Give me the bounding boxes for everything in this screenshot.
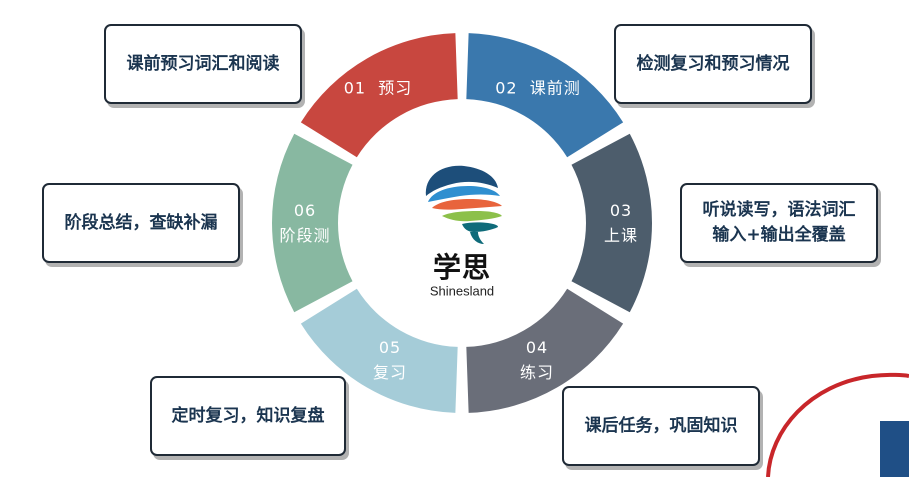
note-03-class: 听说读写，语法词汇 输入+输出全覆盖 <box>680 183 878 263</box>
center-disc <box>340 101 584 345</box>
segment-04-number: 04 <box>525 338 549 358</box>
center-subtitle: Shinesland <box>429 283 495 299</box>
segment-01-number: 01 <box>343 78 367 98</box>
note-06-text: 阶段总结，查缺补漏 <box>64 212 218 233</box>
segment-02-name: 课前测 <box>529 78 581 98</box>
segment-02-label: 02 课前测 <box>495 77 581 102</box>
segment-06-name: 阶段测 <box>279 226 331 245</box>
segment-04-label: 04 练习 <box>520 336 554 386</box>
segment-02 <box>466 33 624 158</box>
note-05-text: 定时复习，知识复盘 <box>171 405 325 426</box>
segment-05-number: 05 <box>378 338 402 358</box>
segment-03-number: 03 <box>609 201 633 221</box>
note-05-review: 定时复习，知识复盘 <box>150 376 346 456</box>
segment-04 <box>466 288 624 413</box>
segment-06-number: 06 <box>293 201 317 221</box>
segment-04-name: 练习 <box>519 363 555 382</box>
note-02-pretest: 检测复习和预习情况 <box>614 24 812 104</box>
segment-01-name: 预习 <box>378 78 413 98</box>
note-03-text-line2: 输入+输出全覆盖 <box>712 225 846 245</box>
segment-06 <box>272 133 353 313</box>
note-01-preview: 课前预习词汇和阅读 <box>104 24 302 104</box>
segment-05-label: 05 复习 <box>373 336 407 386</box>
segment-01 <box>300 33 458 158</box>
note-02-text: 检测复习和预习情况 <box>636 53 790 74</box>
segment-03 <box>571 133 652 313</box>
segment-03-name: 上课 <box>603 226 639 245</box>
note-04-practice: 课后任务，巩固知识 <box>562 386 760 466</box>
shinesland-logo-icon <box>425 165 502 244</box>
center-title: 学思 <box>432 251 492 284</box>
note-01-text: 课前预习词汇和阅读 <box>126 53 280 74</box>
segment-01-label: 01 预习 <box>344 77 413 102</box>
note-03-text-line1: 听说读写，语法词汇 <box>702 200 856 221</box>
segment-05-name: 复习 <box>372 363 408 382</box>
note-04-text: 课后任务，巩固知识 <box>584 415 738 436</box>
blue-block-decoration <box>880 421 909 477</box>
red-arc-decoration <box>766 372 909 477</box>
segment-03-label: 03 上课 <box>604 199 638 249</box>
segment-02-number: 02 <box>495 78 518 98</box>
note-06-stage-test: 阶段总结，查缺补漏 <box>42 183 240 263</box>
segment-05 <box>300 288 458 413</box>
segment-06-label: 06 阶段测 <box>279 199 330 249</box>
